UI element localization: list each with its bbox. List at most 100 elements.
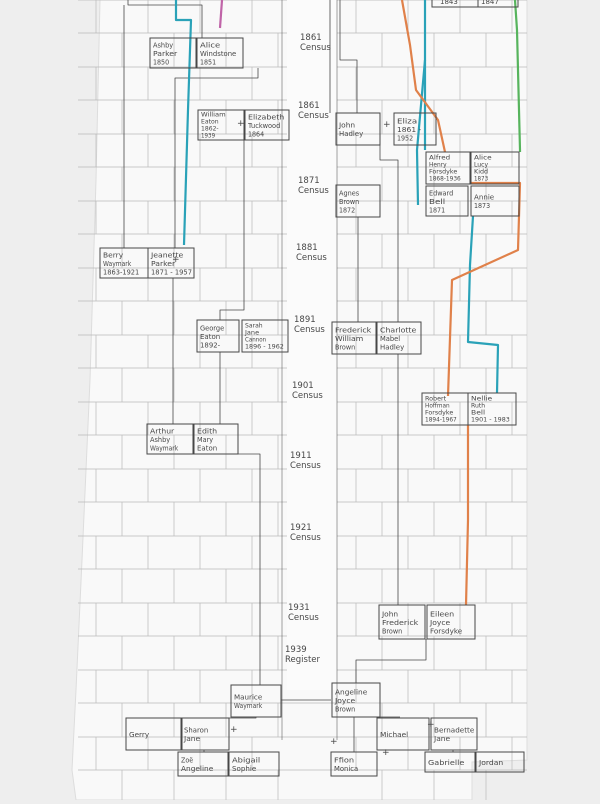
person-name-line: 1939 <box>201 133 215 140</box>
person-name-line: Jordan <box>478 758 503 767</box>
person-name-line: Sophie <box>232 764 257 773</box>
census-label-line: Census <box>288 613 319 623</box>
person-name-line: Forsdyke <box>425 410 453 417</box>
person-name-line: 1851 <box>200 57 216 66</box>
person-name-line: 1868-1936 <box>429 176 461 183</box>
person-name-line: 1896 - 1962 <box>245 344 284 351</box>
person-name-line: Brown <box>382 626 402 635</box>
person-name-line: Annie <box>474 193 495 202</box>
census-label-line: 1871 <box>298 176 320 186</box>
person-name-line: Eaton <box>200 332 220 341</box>
person-name-line: William <box>201 112 226 119</box>
person-name-line: Edith <box>197 426 217 435</box>
person-name-line: Windstone <box>200 49 237 58</box>
person-name-line: Joyce <box>429 618 451 627</box>
person-name-line: Gabrielle <box>428 758 465 767</box>
orange-line-top <box>400 0 447 153</box>
person-box-border <box>244 109 290 141</box>
person-box-border <box>425 151 471 185</box>
black-line-william <box>219 140 245 320</box>
person-box-border <box>197 109 245 141</box>
person-name-line: Waymark <box>234 701 263 710</box>
census-labels: 1861Census1861Census1871Census1881Census… <box>285 33 331 665</box>
person-name-line: 1873 <box>474 201 490 210</box>
black-line-john-f <box>355 639 427 683</box>
person-name-line: Waymark <box>150 443 179 452</box>
person-name-line: 1861 - <box>397 125 422 134</box>
black-line-ashby-children <box>174 68 259 248</box>
census-label-line: Census <box>300 43 331 53</box>
person-name-line: Zoë <box>181 756 194 765</box>
person-name-line: Eaton <box>197 443 217 452</box>
person-name-line: Parker <box>151 259 175 268</box>
person-name-line: Lucy <box>474 162 488 169</box>
person-box-jordan: Jordan <box>475 751 525 773</box>
person-name-line: Cannon <box>245 337 266 344</box>
partner-plus-sign: + <box>172 255 180 265</box>
person-box-border <box>180 717 230 751</box>
person-box-border <box>376 717 430 751</box>
person-name-line: 1863-1921 <box>103 267 139 276</box>
person-name-line: Ffion <box>334 756 354 765</box>
person-name-line: 1872 <box>339 205 355 214</box>
person-name-line: Parker <box>153 49 177 58</box>
brick-grid <box>78 0 527 804</box>
person-box-border <box>331 682 381 718</box>
census-label-line: Census <box>294 325 325 335</box>
person-name-line: Elizabeth <box>248 112 284 121</box>
person-name-line: Maurice <box>234 693 263 702</box>
partner-plus-sign: + <box>330 737 338 747</box>
person-box-border <box>196 37 244 69</box>
census-label-line: Census <box>290 461 321 471</box>
person-name-line: 1901 - 1983 <box>471 417 510 424</box>
person-box-border <box>475 751 525 773</box>
census-label-line: Register <box>285 655 321 665</box>
census-label-line: Census <box>298 111 329 121</box>
person-name-line: Brown <box>335 342 355 351</box>
top-box-fragment-a: 1843 <box>440 0 458 6</box>
census-label-line: 1911 <box>290 451 312 461</box>
person-box-border <box>177 751 229 777</box>
census-label-line: 1891 <box>294 315 316 325</box>
person-box-border <box>424 751 476 773</box>
person-name-line: Abigail <box>232 756 260 765</box>
partner-plus-sign: + <box>427 720 435 730</box>
census-label-line: Census <box>292 391 323 401</box>
orange-line-alfred <box>446 181 522 397</box>
person-box-gerry: Gerry <box>125 717 183 751</box>
person-name-line: Bell <box>471 410 485 417</box>
person-name-line: Charlotte <box>380 325 417 334</box>
person-box-border <box>470 185 520 217</box>
person-name-line: 1892- <box>200 340 221 349</box>
person-box-border <box>467 392 517 426</box>
census-label-line: Census <box>296 253 327 263</box>
person-name-line: Forsdyke <box>430 626 463 635</box>
partner-plus-sign: + <box>237 119 245 129</box>
person-name-line: Eliza <box>397 116 417 125</box>
person-name-line: William <box>335 334 363 343</box>
person-name-line: Hoffman <box>425 403 450 410</box>
person-name-line: John <box>338 121 355 130</box>
person-name-line: 1871 <box>429 205 445 214</box>
person-name-line: Ashby <box>153 40 174 49</box>
census-label-line: 1881 <box>296 243 318 253</box>
person-name-line: Eileen <box>430 609 454 618</box>
person-box-border <box>425 185 469 217</box>
person-box-border <box>376 321 422 355</box>
census-label-line: 1901 <box>292 381 314 391</box>
